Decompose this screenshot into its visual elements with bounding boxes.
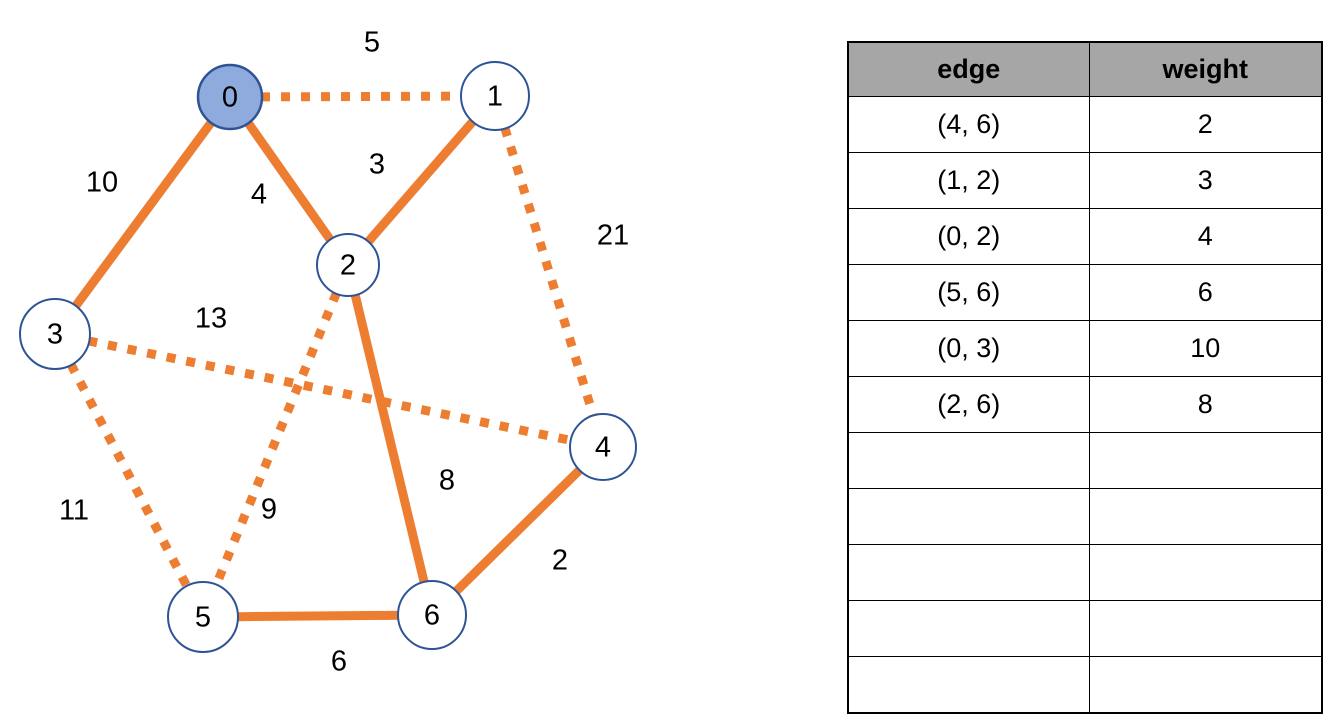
- table-header: edge weight: [847, 41, 1323, 97]
- graph-edge-1-2: [363, 116, 478, 247]
- graph-edge-0-3: [70, 117, 217, 312]
- graph-node-4[interactable]: [569, 413, 637, 481]
- graph-node-5[interactable]: [167, 581, 239, 653]
- table-row: (0, 2)4: [847, 208, 1323, 265]
- graph-edge-3-4: [87, 336, 573, 445]
- table-row: (5, 6)6: [847, 264, 1323, 321]
- graph-node-0[interactable]: [196, 63, 264, 131]
- graph-node-6[interactable]: [397, 580, 467, 650]
- cell-weight: 2: [1088, 96, 1323, 153]
- node-label-1: 1: [486, 80, 504, 113]
- edge-weight-label-5-6: 6: [330, 645, 348, 678]
- cell-edge: (0, 3): [847, 320, 1090, 377]
- graph-edge-3-5: [66, 362, 192, 589]
- cell-weight: 4: [1088, 208, 1323, 265]
- edges-layer: [66, 91, 598, 622]
- cell-edge: [847, 544, 1090, 601]
- edge-weight-label-1-2: 3: [368, 148, 386, 181]
- cell-edge: (1, 2): [847, 152, 1090, 209]
- cell-weight: [1088, 656, 1323, 714]
- cell-edge: (5, 6): [847, 264, 1090, 321]
- graph-edge-2-6: [350, 289, 429, 588]
- edge-weight-label-3-5: 11: [58, 494, 90, 527]
- graph-node-2[interactable]: [316, 233, 380, 297]
- graph-node-3[interactable]: [19, 298, 91, 370]
- cell-edge: [847, 432, 1090, 489]
- cell-weight: 10: [1088, 320, 1323, 377]
- table-row: [847, 432, 1323, 489]
- node-label-3: 3: [46, 318, 64, 351]
- table-row: (4, 6)2: [847, 96, 1323, 153]
- cell-weight: 3: [1088, 152, 1323, 209]
- cell-weight: [1088, 432, 1323, 489]
- graph-edge-4-6: [451, 464, 585, 597]
- column-header-edge: edge: [847, 41, 1090, 97]
- cell-edge: (4, 6): [847, 96, 1090, 153]
- edge-weight-label-0-2: 4: [250, 178, 268, 211]
- node-label-5: 5: [194, 601, 212, 634]
- table-row: [847, 544, 1323, 601]
- cell-weight: [1088, 600, 1323, 657]
- cell-edge: [847, 488, 1090, 545]
- node-label-4: 4: [594, 431, 612, 464]
- node-label-6: 6: [423, 599, 441, 632]
- cell-weight: [1088, 488, 1323, 545]
- table-row: [847, 656, 1323, 714]
- table-header-row: edge weight: [847, 41, 1323, 97]
- node-label-0: 0: [221, 81, 239, 114]
- cell-edge: [847, 600, 1090, 657]
- edge-weight-label-2-6: 8: [438, 464, 456, 497]
- cell-weight: 6: [1088, 264, 1323, 321]
- edge-weight-label-1-4: 21: [596, 219, 630, 252]
- cell-weight: [1088, 544, 1323, 601]
- edge-weight-label-0-3: 10: [85, 166, 119, 199]
- edge-weight-label-0-1: 5: [363, 26, 381, 59]
- table-body: (4, 6)2(1, 2)3(0, 2)4(5, 6)6(0, 3)10(2, …: [847, 96, 1323, 714]
- edge-table: edge weight (4, 6)2(1, 2)3(0, 2)4(5, 6)6…: [847, 41, 1323, 714]
- column-header-weight: weight: [1088, 41, 1323, 97]
- cell-edge: (2, 6): [847, 376, 1090, 433]
- graph-node-1[interactable]: [460, 61, 530, 131]
- graph-edge-1-4: [500, 126, 598, 418]
- graph-edge-5-6: [232, 610, 404, 622]
- table-row: [847, 488, 1323, 545]
- cell-edge: (0, 2): [847, 208, 1090, 265]
- node-label-2: 2: [339, 249, 357, 282]
- nodes-layer: [19, 61, 637, 653]
- table-row: (2, 6)8: [847, 376, 1323, 433]
- table-row: (0, 3)10: [847, 320, 1323, 377]
- table-row: [847, 600, 1323, 657]
- edge-weight-label-3-4: 13: [194, 302, 228, 335]
- edge-weight-label-4-6: 2: [551, 544, 569, 577]
- graph-canvas: [19, 61, 637, 653]
- graph-edge-0-1: [260, 91, 463, 102]
- cell-weight: 8: [1088, 376, 1323, 433]
- graph-edge-2-5: [211, 291, 341, 588]
- cell-edge: [847, 656, 1090, 714]
- table-row: (1, 2)3: [847, 152, 1323, 209]
- edge-weight-label-2-5: 9: [260, 493, 278, 526]
- edge-weight-table: edge weight (4, 6)2(1, 2)3(0, 2)4(5, 6)6…: [847, 41, 1323, 714]
- graph-edge-0-2: [243, 117, 336, 245]
- graph-diagram: 5 10 4 3 21 13 11 9 8 2 6 0 1 2 3 4 5 6: [19, 26, 637, 678]
